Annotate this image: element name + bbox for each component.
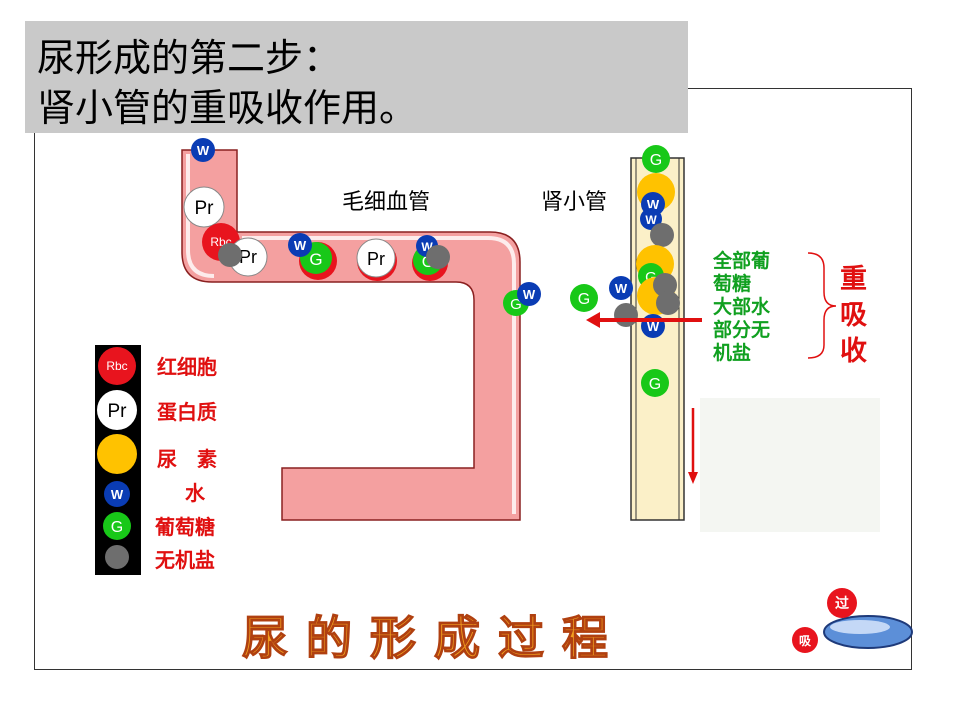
- svg-text:Pr: Pr: [195, 198, 215, 219]
- particle-protein: Pr: [183, 186, 225, 228]
- svg-text:Pr: Pr: [367, 249, 385, 269]
- particle-salt: [614, 303, 638, 327]
- svg-text:W: W: [523, 287, 536, 302]
- brace: [807, 252, 837, 359]
- particle-glucose: G: [641, 369, 669, 397]
- reabsorb-item: 萄糖: [713, 272, 751, 295]
- svg-text:吸: 吸: [799, 634, 812, 648]
- particle-protein: Pr: [356, 238, 397, 281]
- svg-text:W: W: [645, 213, 657, 227]
- legend-label-urea: 尿 素: [157, 447, 217, 471]
- flow-arrowhead: [688, 472, 698, 484]
- svg-text:W: W: [294, 238, 307, 253]
- particle-salt: [218, 243, 242, 267]
- absorb-button[interactable]: 吸: [792, 627, 818, 653]
- reabsorption-char: 收: [840, 336, 867, 367]
- svg-text:过: 过: [835, 595, 849, 611]
- reabsorb-item: 部分无: [713, 318, 770, 341]
- particle-water: W: [191, 138, 215, 162]
- capillary-highlight-2: [242, 236, 516, 514]
- reabsorption-char: 重: [840, 264, 867, 295]
- particle-water: W: [641, 314, 665, 338]
- legend-label-salt: 无机盐: [155, 548, 215, 572]
- title-line-2: 肾小管的重吸收作用。: [37, 86, 418, 130]
- svg-text:G: G: [650, 152, 662, 169]
- particle-salt: [426, 245, 450, 269]
- svg-text:Rbc: Rbc: [106, 359, 127, 373]
- legend-glucose-swatch: G: [103, 512, 131, 540]
- particle-salt: [653, 273, 677, 297]
- legend-water-swatch: W: [104, 481, 130, 507]
- svg-text:G: G: [111, 519, 123, 536]
- svg-text:W: W: [111, 487, 124, 502]
- title-line-1: 尿形成的第二步：: [37, 36, 342, 80]
- svg-text:Pr: Pr: [239, 247, 257, 267]
- legend-label-glucose: 葡萄糖: [154, 515, 215, 539]
- process-title: 尿的形成过程: [242, 611, 626, 665]
- legend-salt-swatch: [105, 545, 129, 569]
- svg-text:W: W: [615, 281, 628, 296]
- legend-urea-swatch: [97, 434, 137, 474]
- particle-salt: [656, 291, 680, 315]
- legend-label-water: 水: [185, 481, 206, 505]
- svg-text:Pr: Pr: [108, 401, 128, 422]
- legend-rbc-swatch: Rbc: [98, 347, 136, 385]
- legend-label-rbc: 红细胞: [157, 355, 217, 379]
- filter-button[interactable]: 过: [827, 588, 857, 618]
- reabsorb-item: 全部葡: [712, 249, 770, 272]
- particle-water: W: [609, 276, 633, 300]
- title-box: 尿形成的第二步： 肾小管的重吸收作用。: [25, 21, 688, 133]
- svg-text:G: G: [649, 376, 661, 393]
- tubule-label: 肾小管: [541, 190, 607, 215]
- reabsorption-arrowhead: [586, 312, 600, 328]
- capillary-label: 毛细血管: [342, 190, 430, 215]
- svg-text:W: W: [197, 143, 210, 158]
- particle-glucose: G: [642, 145, 670, 173]
- svg-text:G: G: [309, 250, 322, 269]
- reabsorb-item: 大部水: [713, 295, 771, 318]
- reabsorb-item: 机盐: [713, 341, 751, 364]
- legend-label-protein: 蛋白质: [157, 400, 217, 424]
- reabsorption-char: 吸: [840, 300, 867, 331]
- svg-text:G: G: [645, 269, 657, 286]
- particle-glucose: G: [570, 284, 598, 312]
- particle-salt: [650, 223, 674, 247]
- nav-capsule-highlight: [830, 620, 890, 634]
- svg-text:G: G: [578, 291, 590, 308]
- svg-text:G: G: [510, 296, 522, 313]
- legend-protein-swatch: Pr: [97, 390, 137, 430]
- diagram-canvas: [34, 88, 912, 670]
- svg-text:W: W: [647, 319, 660, 334]
- capillary-highlight: [186, 154, 215, 278]
- particle-water: W: [517, 282, 541, 306]
- particle-water: W: [288, 233, 312, 257]
- blank-panel: [700, 398, 880, 532]
